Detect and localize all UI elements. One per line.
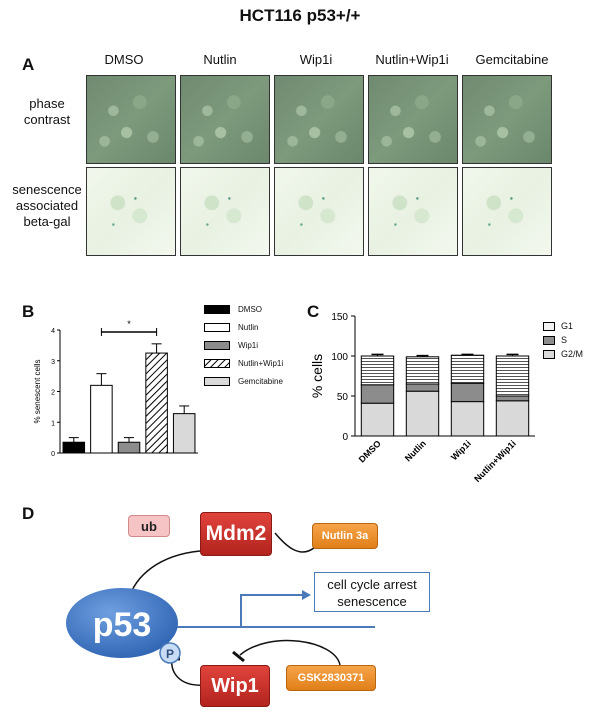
col-header-nutlin-wip1i: Nutlin+Wip1i xyxy=(375,52,449,67)
micrograph-phase-nutlin xyxy=(180,75,270,164)
gsk-inhibit-bar xyxy=(232,650,245,663)
chart-c-bar-segment xyxy=(450,354,485,384)
chart-c-y-label: % cells xyxy=(309,354,325,398)
chart-c-x-tick-label: Wip1i xyxy=(449,438,473,462)
chart-b-y-label: % senescent cells xyxy=(33,359,42,423)
chart-b-y-tick-label: 4 xyxy=(51,328,55,335)
legend-b-item: Nutlin xyxy=(204,323,258,332)
col-header-dmso: DMSO xyxy=(104,52,144,67)
micrograph-phase-dmso xyxy=(86,75,176,164)
chart-b-y-tick-label: 0 xyxy=(51,451,55,458)
micrograph-phase-gemcitabine xyxy=(462,75,552,164)
legend-c-item: G1 xyxy=(543,321,573,331)
chart-c-y-tick-label: 0 xyxy=(342,432,348,443)
legend-c-label-s: S xyxy=(561,335,568,345)
chart-c-y-tick-label: 150 xyxy=(331,312,348,323)
ub-tag: ub xyxy=(128,515,170,537)
chart-c-bar-segment xyxy=(360,402,395,437)
legend-c-item: G2/M xyxy=(543,349,583,359)
chart-c-bar-segment xyxy=(450,401,485,437)
chart-c-bar-segment xyxy=(495,395,530,402)
transcription-arrow xyxy=(240,594,302,627)
phospho-node xyxy=(159,642,181,664)
legend-b-swatch-gemcitabine xyxy=(204,377,230,386)
micrograph-phase-nutlin-wip1i xyxy=(368,75,458,164)
chart-b-bar xyxy=(117,441,141,454)
col-header-nutlin: Nutlin xyxy=(203,52,237,67)
chart-c-bar-segment xyxy=(405,390,440,437)
chart-c-y-tick-label: 100 xyxy=(331,352,348,363)
figure-title: HCT116 p53+/+ xyxy=(239,6,361,25)
chart-b-y-tick-label: 1 xyxy=(51,420,55,427)
legend-b-item: Gemcitabine xyxy=(204,377,283,386)
chart-b-bar xyxy=(90,384,113,454)
mdm2-node: Mdm2 xyxy=(200,512,272,556)
panel-b-letter: B xyxy=(22,302,35,321)
chart-c-bar-segment xyxy=(360,384,395,404)
legend-b-item: Wip1i xyxy=(204,341,258,350)
outcome-box: cell cycle arrest senescence xyxy=(314,572,430,612)
chart-c-x-tick-label: Nutlin xyxy=(403,438,428,463)
chart-b-significance-label: * xyxy=(127,319,131,329)
legend-b-swatch-nutlin xyxy=(204,323,230,332)
legend-b-label-wip1i: Wip1i xyxy=(238,341,259,350)
micrograph-sa-nutlin-wip1i xyxy=(368,167,458,256)
row-header-phase-contrast: phase contrast xyxy=(23,96,71,127)
pathway-diagram: p53 P xyxy=(66,526,375,686)
chart-c-x-tick-label: Nutlin+Wip1i xyxy=(472,438,518,484)
col-header-wip1i: Wip1i xyxy=(299,52,333,67)
panel-c-letter: C xyxy=(307,302,320,321)
panel-a-letter: A xyxy=(22,55,35,74)
legend-b-label-dmso: DMSO xyxy=(238,305,262,314)
legend-c-swatch-s xyxy=(543,335,555,345)
legend-b-label-nutlin-wip1i: Nutlin+Wip1i xyxy=(238,359,284,368)
gsk-inhibits-wip1-line xyxy=(239,639,341,666)
chart-c-bar-segment xyxy=(405,383,440,392)
legend-b-label-nutlin: Nutlin xyxy=(238,323,259,332)
legend-b-swatch-nutlin-wip1i xyxy=(204,359,230,368)
wip1-node: Wip1 xyxy=(200,665,270,707)
legend-c-label-g1: G1 xyxy=(561,321,574,331)
chart-b-y-tick-label: 2 xyxy=(51,390,55,397)
col-header-gemcitabine: Gemcitabine xyxy=(475,52,549,67)
chart-c-x-tick-label: DMSO xyxy=(357,438,383,464)
chart-c-bar-segment xyxy=(405,356,440,385)
outcome-line-2: senescence xyxy=(337,594,407,609)
chart-b-bar xyxy=(172,413,196,454)
micrograph-sa-wip1i xyxy=(274,167,364,256)
phospho-label: P xyxy=(166,647,174,661)
outcome-line-1: cell cycle arrest xyxy=(327,577,417,592)
legend-b-item: DMSO xyxy=(204,305,262,314)
chart-c-bar-segment xyxy=(360,355,395,386)
chart-c-bar-segment xyxy=(450,382,485,403)
legend-c-swatch-g2m xyxy=(543,349,555,359)
chart-b-bar xyxy=(145,352,168,454)
legend-c-label-g2m: G2/M xyxy=(561,349,584,359)
legend-c-swatch-g1 xyxy=(543,321,555,331)
chart-c-bar-segment xyxy=(495,355,530,397)
legend-c-item: S xyxy=(543,335,567,345)
chart-b-y-tick-label: 3 xyxy=(51,359,55,366)
row-header-sa-beta-gal: senescence associated beta-gal xyxy=(12,182,82,229)
chart-c-y-tick-label: 50 xyxy=(337,392,349,403)
micrograph-phase-wip1i xyxy=(274,75,364,164)
micrograph-sa-nutlin xyxy=(180,167,270,256)
nutlin-inhibits-mdm2-line xyxy=(274,532,316,553)
chart-c-bar-segment xyxy=(495,400,530,437)
gsk2830371-tag: GSK2830371 xyxy=(286,665,376,691)
micrograph-sa-dmso xyxy=(86,167,176,256)
transcription-arrowhead xyxy=(302,590,311,600)
panel-d-letter: D xyxy=(22,504,35,523)
chart-b-svg: 0 1 2 3 4 % senescent cells * xyxy=(33,319,198,458)
micrograph-sa-gemcitabine xyxy=(462,167,552,256)
nutlin-3a-tag: Nutlin 3a xyxy=(312,523,378,549)
chart-b-bar xyxy=(62,441,86,454)
p53-label: p53 xyxy=(93,606,152,644)
legend-b-swatch-wip1i xyxy=(204,341,230,350)
legend-b-label-gemcitabine: Gemcitabine xyxy=(238,377,283,386)
legend-b-swatch-dmso xyxy=(204,305,230,314)
p53-node xyxy=(66,588,178,658)
legend-b-item: Nutlin+Wip1i xyxy=(204,359,283,368)
